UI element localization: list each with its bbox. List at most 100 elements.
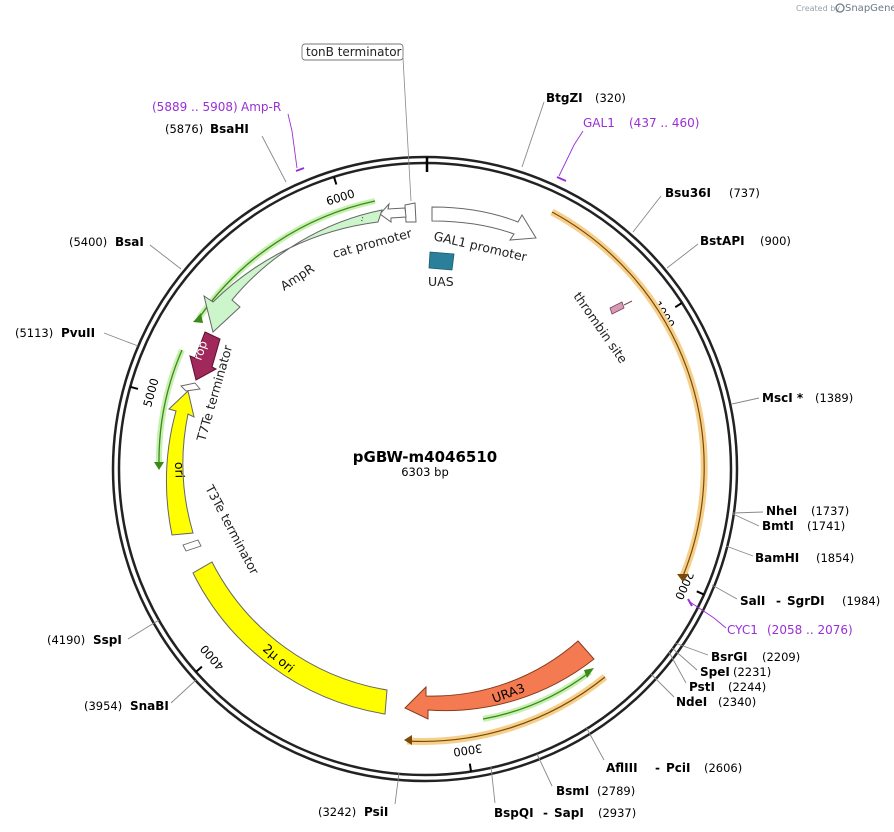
svg-text:SapI: SapI	[554, 806, 584, 820]
svg-text:-: -	[776, 594, 781, 608]
svg-text:PvuII: PvuII	[61, 326, 95, 340]
two-micron-ori-block[interactable]	[192, 561, 388, 715]
plasmid-name: pGBW-m4046510	[353, 448, 497, 466]
gal1-primer-mark	[556, 176, 567, 182]
svg-text:-: -	[543, 806, 548, 820]
site-bmti[interactable]: BmtI (1741)	[732, 513, 845, 533]
plasmid-length: 6303 bp	[401, 465, 449, 479]
svg-text:(320): (320)	[595, 91, 626, 105]
tonb-terminator-mark[interactable]	[404, 202, 417, 223]
svg-text:(737): (737)	[729, 186, 760, 200]
thrombin-site-tail	[623, 300, 633, 306]
svg-text:BspQI: BspQI	[494, 806, 534, 820]
uas-label: UAS	[428, 274, 454, 289]
gal1-promoter-arrow[interactable]	[431, 206, 537, 241]
svg-text:BstAPI: BstAPI	[700, 234, 745, 248]
tick-mark	[129, 385, 139, 390]
site-afliii-pcii[interactable]: AflIII - PciI (2606)	[585, 726, 742, 775]
cat-promoter-arrow[interactable]	[379, 202, 407, 223]
ampr-arrow[interactable]	[203, 209, 383, 333]
t3te-terminator-mark[interactable]	[182, 539, 202, 552]
svg-text:(900): (900)	[760, 234, 791, 248]
orf-arc-outer	[550, 208, 708, 578]
site-bsai[interactable]: (5400) BsaI	[69, 235, 182, 270]
primer-ampr-name[interactable]: Amp-R	[241, 100, 281, 114]
svg-text:AflIII: AflIII	[606, 761, 638, 775]
credit-prefix: Created by	[796, 4, 840, 13]
tick-mark	[333, 176, 338, 185]
primer-ampr-range: (5889 .. 5908)	[152, 100, 238, 114]
svg-text:SalI: SalI	[740, 594, 765, 608]
primer-cyc1-name[interactable]: CYC1	[727, 623, 758, 637]
site-bamhi[interactable]: BamHI (1854)	[725, 545, 854, 565]
svg-text:-: -	[655, 761, 660, 775]
site-bsrgi[interactable]: BsrGI (2209)	[674, 642, 800, 664]
svg-text:PstI: PstI	[689, 680, 715, 694]
ura3-arrow[interactable]	[404, 640, 595, 720]
svg-text:PsiI: PsiI	[364, 805, 388, 819]
site-sali-sgrdi[interactable]: SalI - SgrDI (1984)	[711, 584, 880, 608]
orf-bottom-core	[406, 676, 606, 743]
svg-text:BsaI: BsaI	[115, 235, 144, 249]
uas-box[interactable]	[428, 251, 455, 271]
tick-mark	[468, 763, 473, 772]
site-spei[interactable]: SpeI (2231)	[671, 647, 771, 679]
svg-text:(1854): (1854)	[816, 551, 854, 565]
svg-text:(5400): (5400)	[69, 235, 107, 249]
svg-text:(1737): (1737)	[811, 504, 849, 518]
svg-text:(5876): (5876)	[165, 122, 203, 136]
green-arc-bottom-head	[584, 668, 594, 678]
ori-arrow[interactable]	[166, 390, 195, 536]
ampr-primer-leader	[287, 113, 298, 169]
primer-gal1-range: (437 .. 460)	[629, 116, 699, 130]
ampr-primer-mark	[295, 167, 305, 172]
svg-text:(4190): (4190)	[47, 633, 85, 647]
green-arc-bottom-core	[482, 671, 591, 720]
green-arc-left-head	[154, 462, 164, 470]
site-bstapi[interactable]: BstAPI (900)	[666, 234, 791, 269]
site-psii[interactable]: (3242) PsiI	[318, 772, 400, 819]
site-psti[interactable]: PstI (2244)	[668, 651, 766, 694]
svg-text:MscI *: MscI *	[762, 391, 804, 405]
site-bsmi[interactable]: BsmI (2789)	[536, 753, 635, 798]
svg-text:SpeI: SpeI	[700, 665, 730, 679]
site-msci[interactable]: MscI * (1389)	[731, 391, 853, 405]
svg-text:(2209): (2209)	[762, 650, 800, 664]
ori-label: ori	[172, 462, 188, 479]
tick-label: 5000	[140, 377, 161, 409]
svg-text:BsrGI: BsrGI	[711, 650, 748, 664]
cyc1-primer-leader	[689, 601, 727, 629]
svg-text:NheI: NheI	[766, 504, 797, 518]
svg-text:(2937): (2937)	[598, 806, 636, 820]
tonb-terminator-label: tonB terminator	[306, 45, 402, 59]
site-bsu36i[interactable]: Bsu36I (737)	[632, 186, 760, 233]
site-ndei[interactable]: NdeI (2340)	[650, 673, 756, 709]
primer-cyc1-range: (2058 .. 2076)	[767, 623, 853, 637]
primer-gal1-name[interactable]: GAL1	[583, 116, 615, 130]
green-arc-top-head	[193, 313, 203, 323]
site-bsahi[interactable]: (5876) BsaHI	[165, 122, 287, 183]
rop-label: rop	[191, 339, 211, 362]
svg-text:(3242): (3242)	[318, 805, 356, 819]
svg-text:(1741): (1741)	[807, 519, 845, 533]
site-sspi[interactable]: (4190) SspI	[47, 619, 160, 647]
orf-bottom-arrow-head	[404, 735, 412, 745]
svg-text:BsmI: BsmI	[556, 784, 589, 798]
thrombin-site-mark[interactable]	[609, 301, 625, 315]
tick-mark	[696, 590, 705, 596]
ampr-label: AmpR	[277, 260, 317, 293]
svg-text:SnaBI: SnaBI	[130, 699, 169, 713]
svg-text:(1984): (1984)	[842, 594, 880, 608]
svg-text:(5113): (5113)	[15, 326, 53, 340]
site-nhei[interactable]: NheI (1737)	[732, 504, 849, 518]
svg-text:BamHI: BamHI	[755, 551, 799, 565]
site-snabi[interactable]: (3954) SnaBI	[84, 679, 197, 713]
site-bspqi-sapi[interactable]: BspQI - SapI (2937)	[490, 766, 636, 820]
orf-arc-core	[551, 211, 705, 577]
svg-text:(2789): (2789)	[597, 784, 635, 798]
site-pvuii[interactable]: (5113) PvuII	[15, 326, 139, 347]
site-btgzi[interactable]: BtgZI (320)	[521, 91, 626, 168]
rop-arrow[interactable]	[189, 331, 221, 381]
t7te-terminator-mark[interactable]	[180, 382, 201, 392]
